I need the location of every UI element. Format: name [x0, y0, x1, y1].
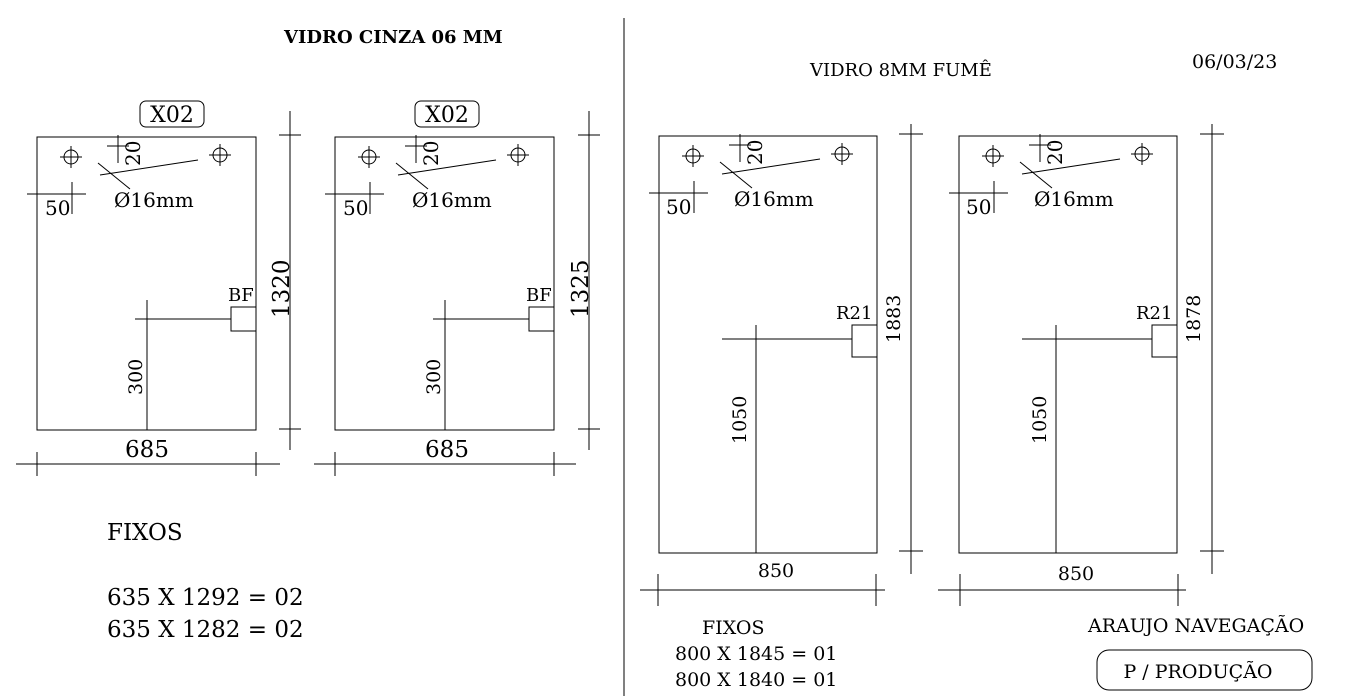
hole-diameter-label: Ø16mm	[1034, 187, 1114, 211]
right-title: VIDRO 8MM FUMÊ	[809, 58, 992, 81]
top-offset-label: 20	[743, 140, 767, 165]
company-label: ARAUJO NAVEGAÇÃO	[1087, 615, 1304, 637]
width-label: 850	[1058, 563, 1094, 585]
hole-marker-icon	[982, 145, 1004, 167]
glass-outline	[958, 135, 1178, 554]
hole-marker-icon	[1131, 143, 1153, 165]
hole-diameter-label: Ø16mm	[412, 188, 492, 212]
stamp-label: P / PRODUÇÃO	[1123, 661, 1272, 683]
hole-marker-icon	[358, 146, 380, 168]
top-offset-label: 20	[419, 141, 443, 166]
width-label: 685	[425, 437, 469, 463]
hole-marker-icon	[209, 144, 231, 166]
hole-marker-icon	[60, 146, 82, 168]
mark-label: BF	[526, 285, 552, 306]
mark-box	[851, 324, 878, 358]
panel-right-2: 20 50 Ø16mm R21 1050 1878 850	[938, 124, 1224, 606]
height-label: 1320	[269, 259, 295, 318]
width-label: 850	[758, 560, 794, 582]
height-label: 1883	[883, 295, 905, 343]
tag-box	[139, 100, 205, 128]
left-fixos-item: 635 X 1292 = 02	[107, 585, 304, 611]
hole-diameter-label: Ø16mm	[114, 188, 194, 212]
side-offset-label: 50	[666, 195, 691, 219]
right-fixos-title: FIXOS	[702, 617, 764, 639]
panel-tag: X02	[150, 103, 194, 128]
left-title: VIDRO CINZA 06 MM	[283, 27, 503, 48]
mark-label: BF	[228, 285, 254, 306]
date-label: 06/03/23	[1192, 51, 1277, 73]
stamp-box	[1096, 649, 1313, 691]
mark-label: R21	[836, 303, 872, 324]
height-label: 1878	[1183, 295, 1205, 343]
side-offset-label: 50	[966, 195, 991, 219]
mark-label: R21	[1136, 303, 1172, 324]
hole-marker-icon	[682, 145, 704, 167]
top-offset-label: 20	[121, 141, 145, 166]
width-label: 685	[125, 437, 169, 463]
panel-left-1: X02 20 50 Ø16mm BF 300	[16, 100, 301, 476]
panel-right-1: 20 50 Ø16mm R21 1050 1883 850	[640, 124, 923, 606]
mark-box	[230, 306, 257, 332]
panel-left-2: X02 20 50 Ø16mm BF 300 1325	[314, 100, 600, 476]
right-fixos-item: 800 X 1845 = 01	[675, 643, 837, 665]
mark-height-label: 1050	[1029, 396, 1051, 444]
mark-box	[1151, 324, 1178, 358]
left-fixos-title: FIXOS	[107, 520, 183, 546]
left-fixos-item: 635 X 1282 = 02	[107, 617, 304, 643]
top-offset-label: 20	[1043, 140, 1067, 165]
hole-marker-icon	[831, 143, 853, 165]
hole-diameter-label: Ø16mm	[734, 187, 814, 211]
hole-marker-icon	[507, 144, 529, 166]
mark-height-label: 300	[125, 359, 147, 395]
mark-height-label: 1050	[729, 396, 751, 444]
panel-tag: X02	[425, 103, 469, 128]
mark-height-label: 300	[423, 359, 445, 395]
side-offset-label: 50	[343, 196, 368, 220]
right-fixos-item: 800 X 1840 = 01	[675, 669, 837, 691]
mark-box	[528, 306, 555, 332]
tag-box	[414, 100, 480, 128]
side-offset-label: 50	[45, 196, 70, 220]
glass-outline	[658, 135, 878, 554]
height-label: 1325	[568, 259, 594, 318]
